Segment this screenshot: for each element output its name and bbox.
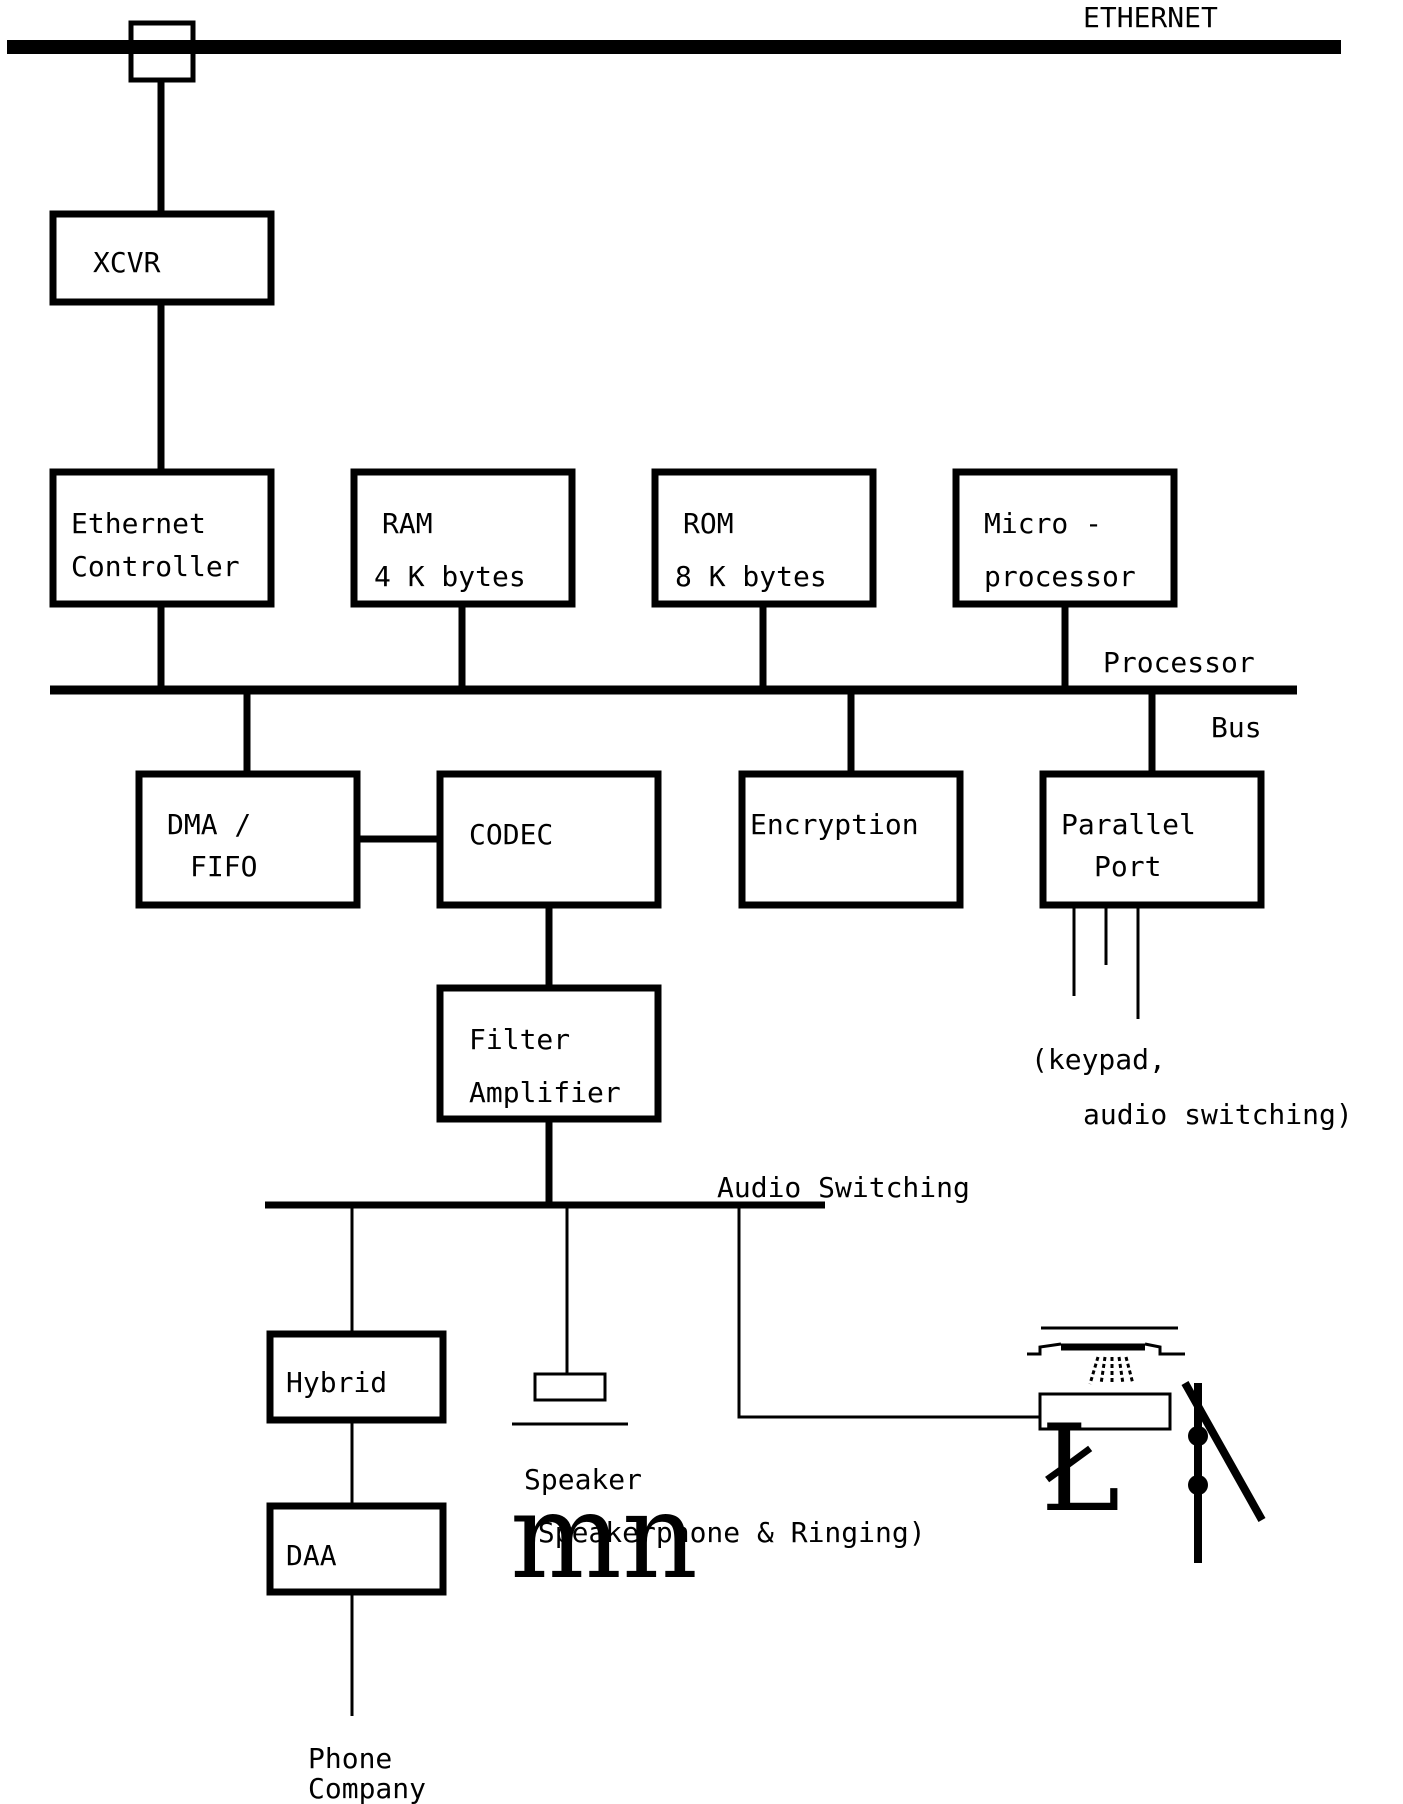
filter-amplifier-label-line1: Filter <box>469 1023 570 1056</box>
encryption-block <box>738 770 964 909</box>
ethernet-controller-label-line1: Ethernet <box>71 507 206 540</box>
parallel-port-note-line1: (keypad, <box>1031 1043 1166 1076</box>
hybrid-label: Hybrid <box>286 1366 387 1399</box>
speaker-glyph-icon: mn <box>510 1467 698 1605</box>
phone-company-label-line1: Phone <box>308 1742 392 1775</box>
speaker-icon <box>533 1372 607 1402</box>
dma-fifo-label-line1: DMA / <box>167 808 251 841</box>
xcvr-block <box>49 210 275 306</box>
speaker-note-label: (Speakerphone & Ringing) <box>521 1516 926 1549</box>
ram-label-line2: 4 K bytes <box>374 560 526 593</box>
ethernet-controller-label-line2: Controller <box>71 550 240 583</box>
parallel-port-block <box>1039 770 1265 909</box>
processor-bus-label-2: Bus <box>1211 711 1262 744</box>
microprocessor-label-line2: processor <box>984 560 1136 593</box>
processor-bus-label: Processor <box>1103 646 1255 679</box>
parallel-port-label-line2: Port <box>1094 850 1161 883</box>
xcvr-label: XCVR <box>93 246 161 279</box>
rom-label-line2: 8 K bytes <box>675 560 827 593</box>
codec-label: CODEC <box>469 818 553 851</box>
audio-switching-label: Audio Switching <box>717 1171 970 1204</box>
daa-block <box>266 1502 447 1596</box>
dma-fifo-label-line2: FIFO <box>190 850 257 883</box>
ethernet-label: ETHERNET <box>1083 1 1218 34</box>
filter-amplifier-label-line2: Amplifier <box>469 1076 621 1109</box>
daa-label: DAA <box>286 1539 337 1572</box>
svg-text:Ł: Ł <box>1040 1400 1120 1539</box>
handset-switch-icon: Ł <box>1027 1326 1266 1563</box>
speaker-label: Speaker <box>524 1463 642 1496</box>
parallel-port-label-line1: Parallel <box>1061 808 1196 841</box>
phone-company-label-line2: Company <box>308 1772 426 1804</box>
ram-label-line1: RAM <box>382 507 433 540</box>
parallel-port-note-line2: audio switching) <box>1083 1098 1353 1131</box>
hybrid-block <box>266 1330 447 1424</box>
audio-bus-to-handset-wire <box>737 1205 1040 1419</box>
microprocessor-label-line1: Micro - <box>984 507 1102 540</box>
rom-label-line1: ROM <box>683 507 734 540</box>
encryption-label: Encryption <box>750 808 919 841</box>
